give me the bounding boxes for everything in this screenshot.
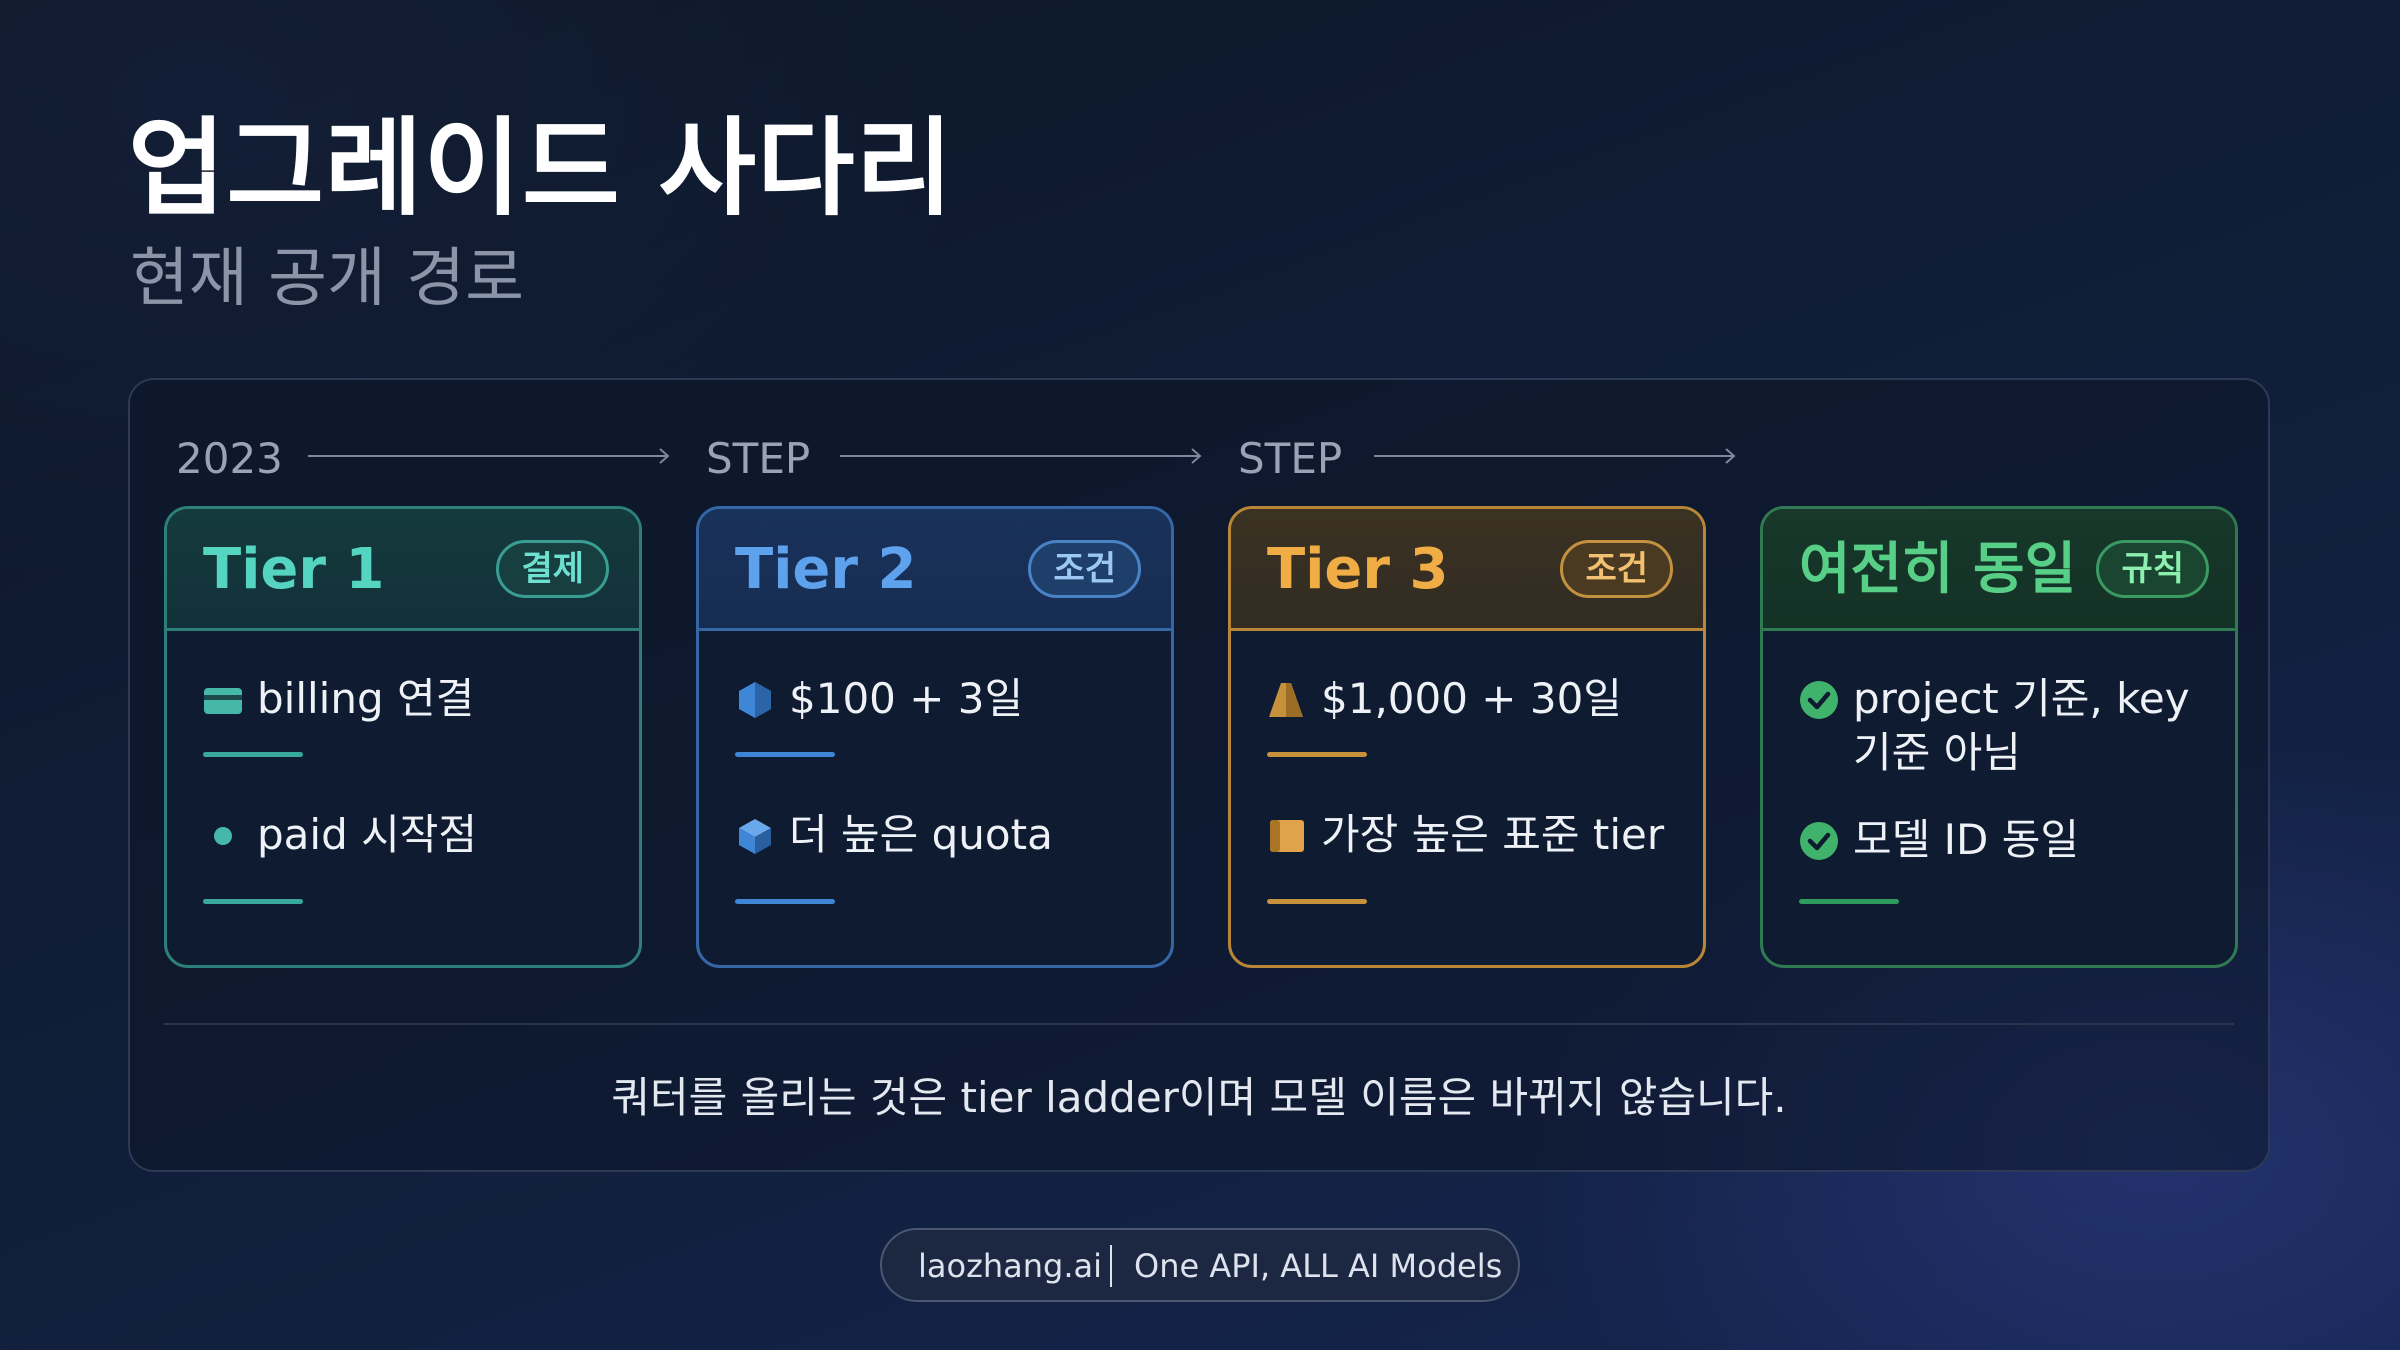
tier-3-card: Tier 3 조건 $1,000 + 30일 가장 높은 표준 tier — [1228, 506, 1706, 968]
check-circle-icon — [1800, 822, 1838, 860]
cube-icon — [739, 819, 771, 854]
page-title: 업그레이드 사다리 — [128, 107, 955, 230]
footer-tagline: One API, ALL AI Models — [1134, 1247, 1503, 1285]
tier-2-title: Tier 2 — [735, 537, 917, 602]
flow-arrow-icon — [308, 448, 670, 464]
hexagon-icon — [739, 682, 771, 718]
rule-card-header: 여전히 동일 규칙 — [1763, 509, 2235, 631]
tier-3-title: Tier 3 — [1267, 537, 1449, 602]
card-icon — [204, 688, 242, 714]
tier-1-title: Tier 1 — [203, 537, 385, 602]
divider — [164, 1023, 2234, 1025]
footer-separator — [1110, 1245, 1112, 1287]
tier-3-underline — [1267, 899, 1367, 904]
dot-icon — [214, 827, 232, 845]
tier-3-item-text: $1,000 + 30일 — [1321, 674, 1622, 723]
summary-note: 쿼터를 올리는 것은 tier ladder이며 모델 이름은 바뀌지 않습니다… — [611, 1073, 1787, 1122]
flow-label-step-1: STEP — [706, 434, 811, 483]
tier-2-underline — [735, 899, 835, 904]
tier-2-underline — [735, 752, 835, 757]
rule-badge: 규칙 — [2096, 540, 2209, 598]
tier-2-badge: 조건 — [1028, 540, 1141, 598]
tier-1-underline — [203, 752, 303, 757]
tier-1-item-text: billing 연결 — [257, 674, 475, 723]
footer-brand: laozhang.ai — [918, 1247, 1103, 1285]
tier-1-underline — [203, 899, 303, 904]
tier-1-card-header: Tier 1 결제 — [167, 509, 639, 631]
tier-3-item-text: 가장 높은 표준 tier — [1321, 810, 1665, 859]
rule-card: 여전히 동일 규칙 project 기준, key 기준 아님 모델 ID 동일 — [1760, 506, 2238, 968]
flow-label-step-2: STEP — [1238, 434, 1343, 483]
tier-2-item-text: $100 + 3일 — [789, 674, 1024, 723]
tier-3-badge: 조건 — [1560, 540, 1673, 598]
flow-label-year: 2023 — [176, 434, 283, 483]
rule-underline — [1799, 899, 1899, 904]
tier-1-card: Tier 1 결제 billing 연결 paid 시작점 — [164, 506, 642, 968]
book-icon — [1270, 820, 1304, 852]
flow-arrow-icon — [1374, 448, 1736, 464]
tier-2-card: Tier 2 조건 $100 + 3일 더 높은 quota — [696, 506, 1174, 968]
footer-pill: laozhang.ai One API, ALL AI Models — [880, 1228, 1520, 1302]
check-circle-icon — [1800, 681, 1838, 719]
rule-item-text: 모델 ID 동일 — [1853, 815, 2079, 864]
flow-arrow-icon — [840, 448, 1202, 464]
tier-2-card-header: Tier 2 조건 — [699, 509, 1171, 631]
rule-item-text: project 기준, key 기준 아님 — [1853, 674, 2190, 777]
tier-1-badge: 결제 — [496, 540, 609, 598]
tier-3-card-header: Tier 3 조건 — [1231, 509, 1703, 631]
tier-2-item-text: 더 높은 quota — [789, 810, 1053, 859]
tier-1-item-text: paid 시작점 — [257, 810, 477, 859]
tower-icon — [1269, 683, 1303, 717]
tier-3-underline — [1267, 752, 1367, 757]
rule-title: 여전히 동일 — [1799, 537, 2077, 602]
page-subtitle: 현재 공개 경로 — [130, 242, 524, 316]
